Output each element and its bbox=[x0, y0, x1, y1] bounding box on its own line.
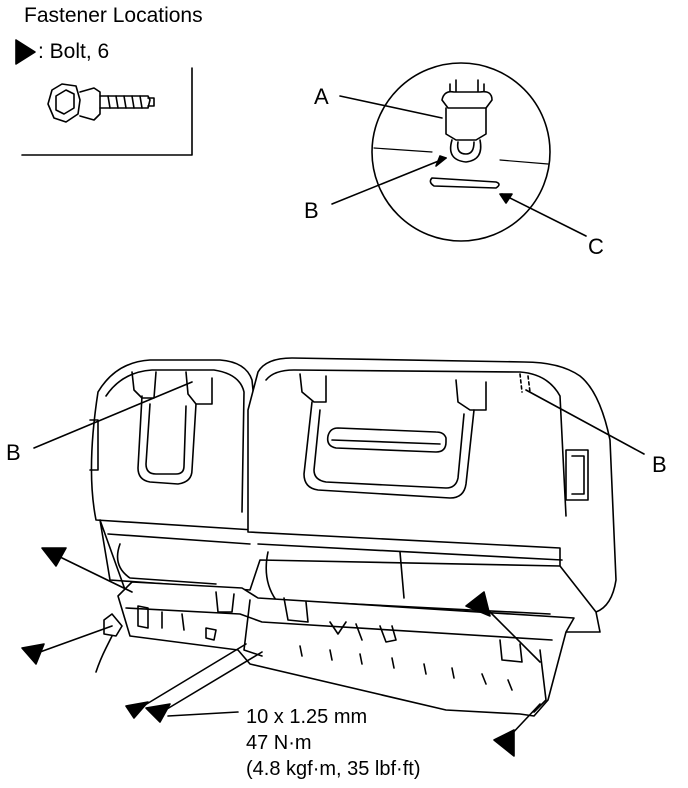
bolt-markers bbox=[21, 547, 541, 757]
callout-label-a: A bbox=[314, 84, 329, 109]
torque-spec-alt: (4.8 kgf·m, 35 lbf·ft) bbox=[246, 758, 421, 780]
detail-leaders bbox=[331, 95, 587, 237]
legend-label: : Bolt, 6 bbox=[38, 40, 110, 63]
bolt-marker-4-icon bbox=[145, 703, 171, 723]
bolt-marker-1-icon bbox=[41, 547, 67, 567]
seat-callout-leaders bbox=[33, 381, 645, 455]
torque-spec-nm: 47 N·m bbox=[246, 732, 312, 754]
callout-label-c: C bbox=[588, 234, 604, 259]
bolt-marker-5-icon bbox=[465, 591, 491, 617]
callout-label-b-right: B bbox=[652, 452, 667, 477]
detail-circle bbox=[371, 62, 551, 242]
callout-label-b-left: B bbox=[6, 440, 21, 465]
torque-spec-size: 10 x 1.25 mm bbox=[246, 706, 368, 728]
seat-assembly bbox=[89, 357, 617, 717]
callout-label-b-detail: B bbox=[304, 198, 319, 223]
page-title: Fastener Locations bbox=[24, 4, 203, 27]
bolt-marker-triangle-icon bbox=[15, 39, 36, 65]
bolt-illustration-icon bbox=[47, 83, 155, 123]
bolt-marker-2-icon bbox=[21, 643, 45, 665]
legend-frame bbox=[21, 67, 193, 156]
